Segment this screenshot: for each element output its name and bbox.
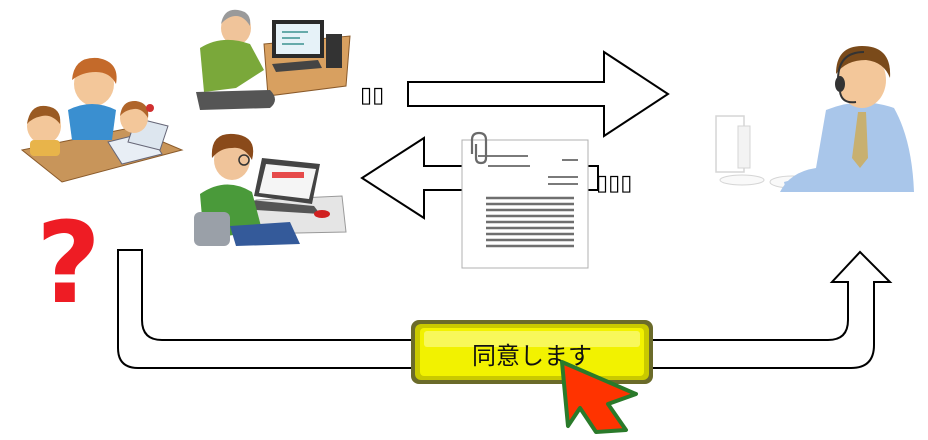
document-icon	[461, 131, 589, 269]
elderly-user-illustration	[196, 9, 351, 110]
operator-illustration	[715, 46, 914, 192]
right-arrow	[407, 50, 670, 138]
mouse-pointer-arrow-icon	[560, 360, 638, 434]
young-user-illustration	[194, 133, 347, 246]
right-arrow-label: ▯▯	[360, 83, 384, 108]
question-mark-icon: ?	[36, 199, 101, 329]
left-arrow-label: ▯▯▯	[596, 171, 632, 196]
agree-button[interactable]: 同意します	[411, 320, 653, 384]
family-illustration	[20, 57, 184, 183]
